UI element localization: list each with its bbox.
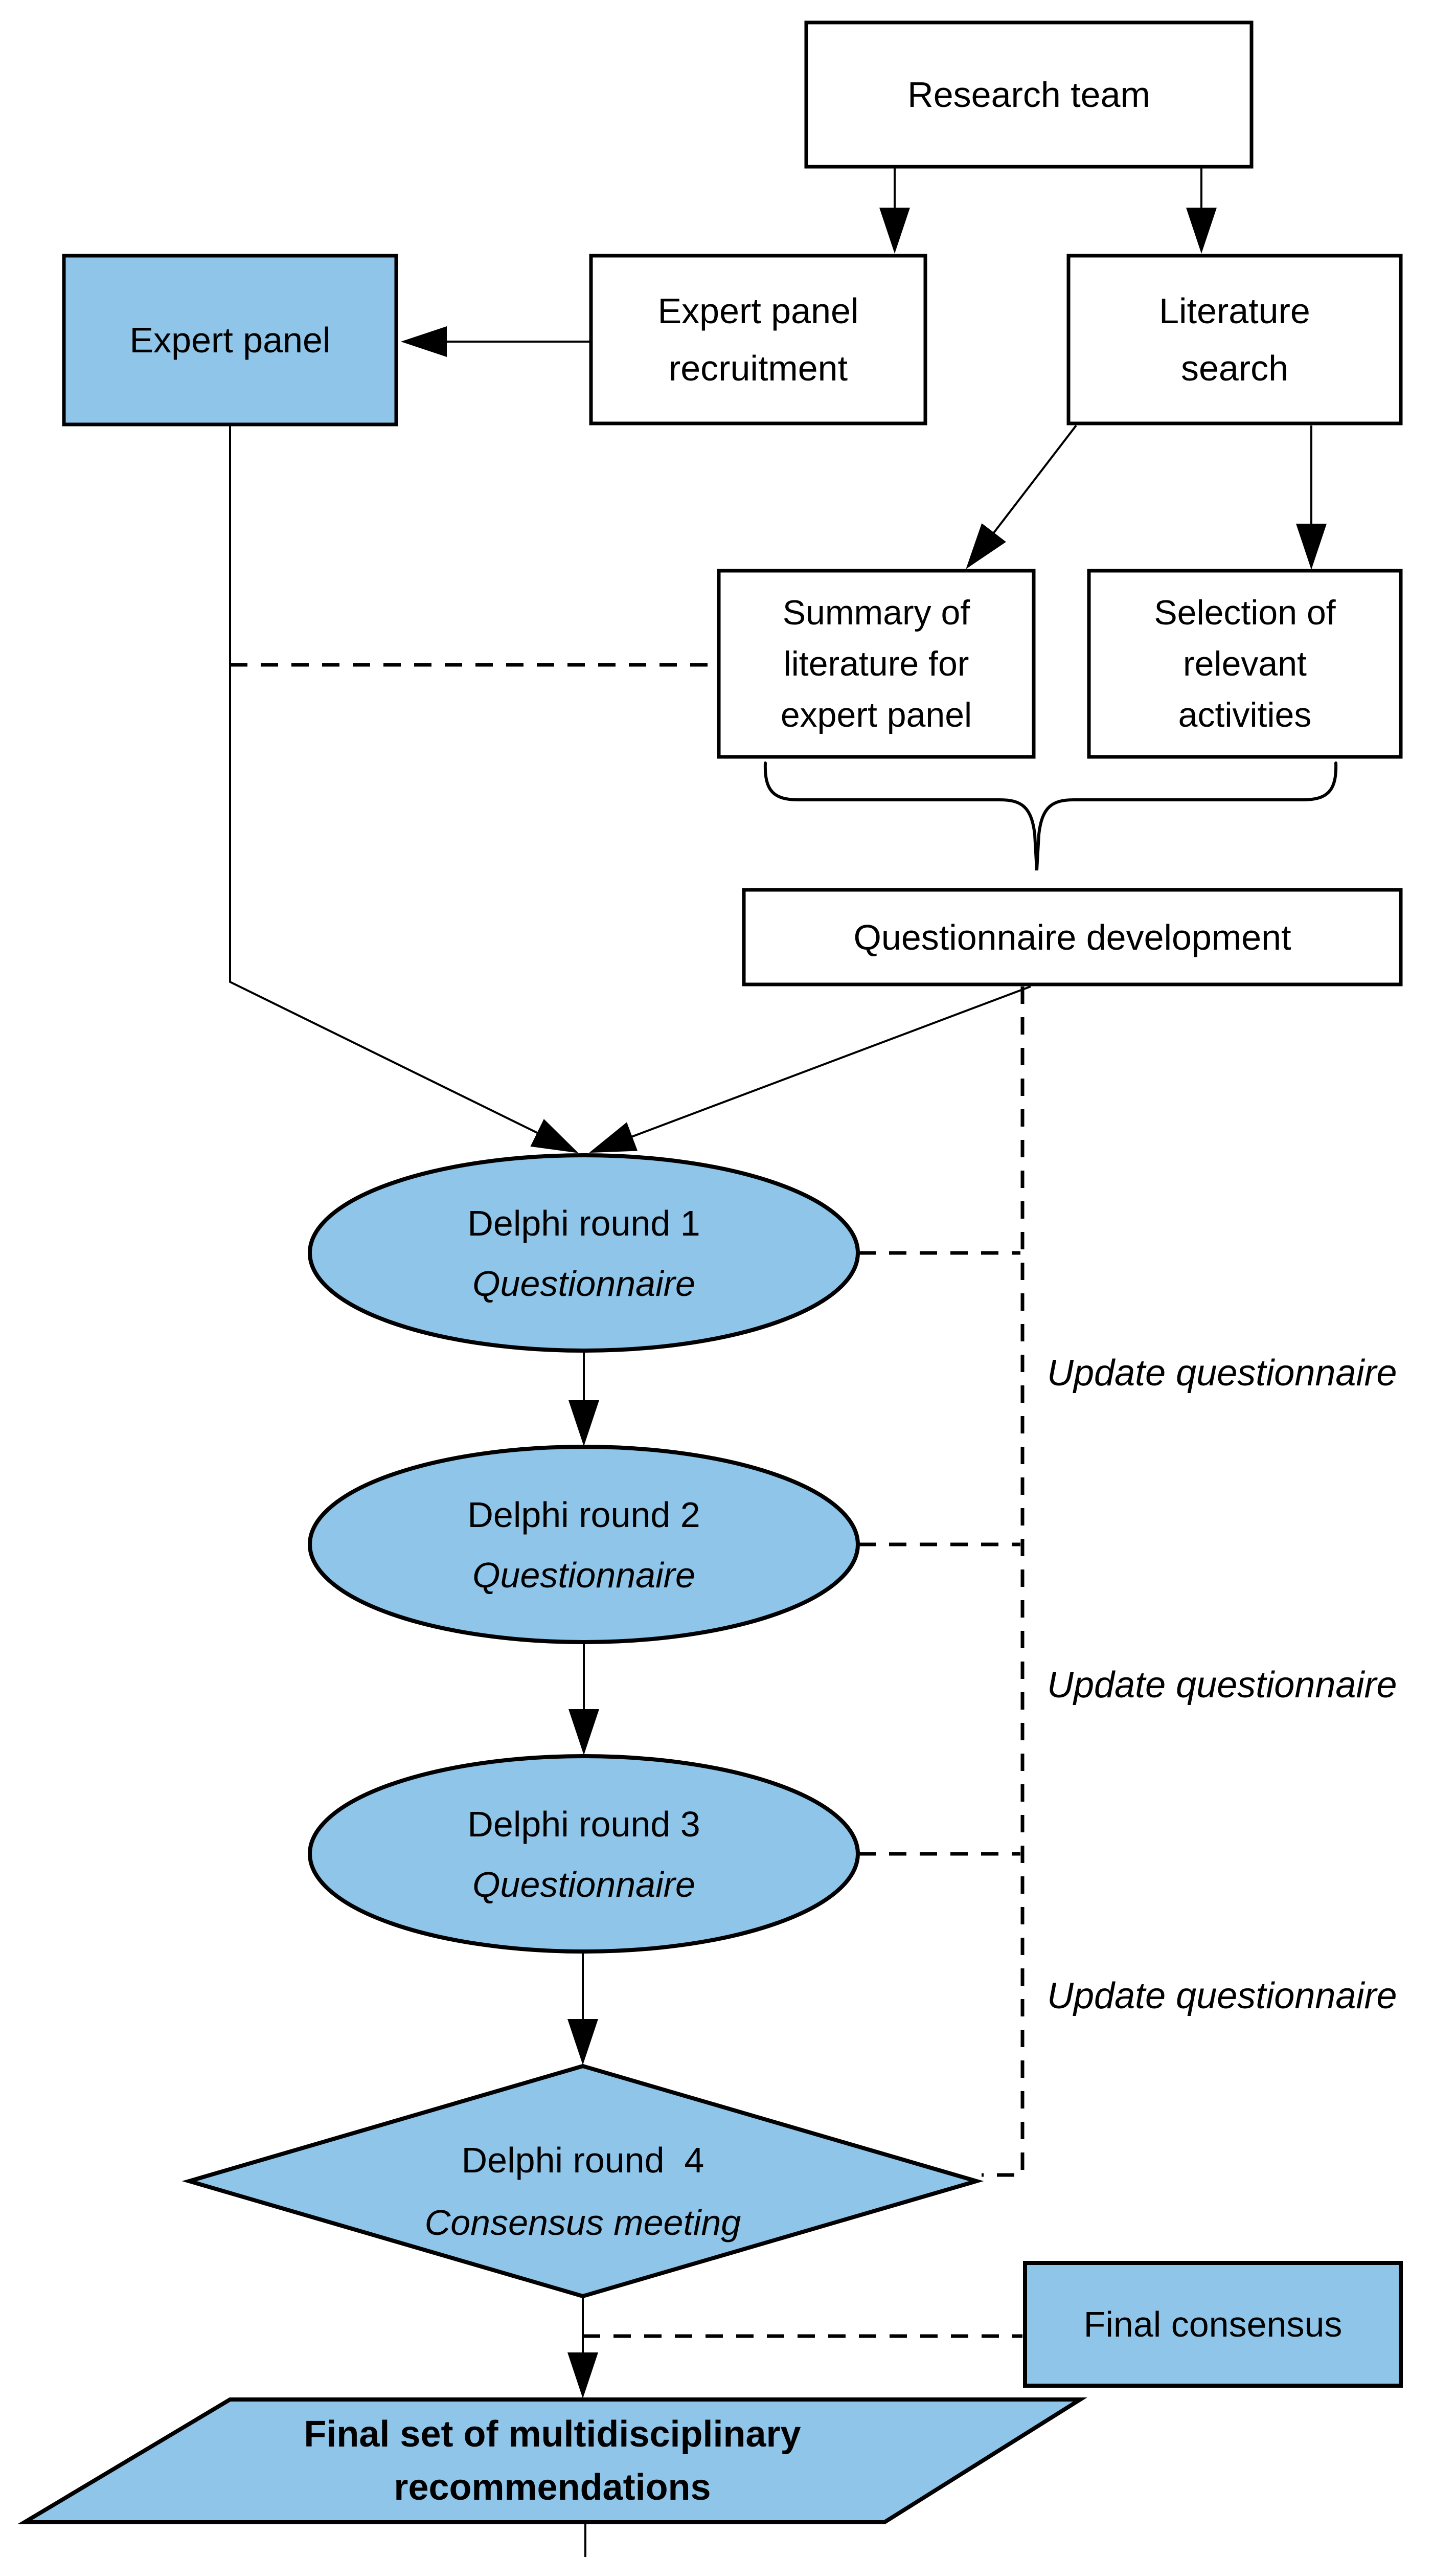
delphi1-subtitle: Questionnaire [472,1264,695,1304]
update-questionnaire-annotation-1: Update questionnaire [1047,1345,1446,1401]
literature-line2: search [1180,348,1289,388]
recommendations-line2: recommendations [394,2467,711,2508]
questionnaire-development-text: Questionnaire development [853,917,1291,957]
delphi-round-2-ellipse [308,1445,860,1644]
delphi4-title: Delphi round 4 [461,2140,704,2180]
update-questionnaire-annotation-3: Update questionnaire [1047,1968,1446,2024]
delphi2-title: Delphi round 2 [467,1495,700,1535]
research-team-text: Research team [907,75,1150,115]
final-recommendations-parallelogram [17,2397,1087,2524]
dashed-update-feedback-line [982,986,1025,2177]
recommendations-line1: Final set of multidisciplinary [304,2414,801,2455]
questionnaire-development-box [742,888,1403,986]
delphi3-subtitle: Questionnaire [472,1865,695,1904]
delphi-round-3-ellipse [308,1754,860,1954]
delphi-round-1-ellipse [308,1153,860,1353]
literature-line1: Literature [1159,291,1310,331]
selection-line2: relevant [1183,644,1307,683]
summary-of-literature-label: Summary of literature for expert panel [719,571,1034,757]
delphi4-subtitle: Consensus meeting [424,2203,741,2242]
expert-panel-recruitment-label: Expert panel recruitment [591,256,925,423]
update-questionnaire-3-text: Update questionnaire [1047,1976,1397,2016]
expert-panel-text: Expert panel [129,320,331,360]
selection-of-activities-box [1087,569,1403,759]
summary-line3: expert panel [780,696,972,734]
update-questionnaire-1-text: Update questionnaire [1047,1353,1397,1394]
questionnaire-development-label: Questionnaire development [744,890,1401,984]
expert-panel-label: Expert panel [64,256,396,424]
delphi-round-4-diamond [181,2063,984,2299]
delphi-round-1-label: Delphi round 1 Questionnaire [310,1157,857,1350]
delphi1-title: Delphi round 1 [467,1203,700,1243]
expert-panel-box [62,254,398,427]
update-questionnaire-annotation-2: Update questionnaire [1047,1657,1446,1713]
update-questionnaire-2-text: Update questionnaire [1047,1665,1397,1706]
summary-line2: literature for [783,644,969,683]
arrow-questionnaire-dev-to-delphi1 [589,985,1031,1153]
delphi-round-4-label: Delphi round 4 Consensus meeting [189,2076,976,2306]
brace-literature-outputs [763,761,1338,871]
delphi3-title: Delphi round 3 [467,1804,700,1844]
delphi-round-2-label: Delphi round 2 Questionnaire [310,1448,857,1642]
research-team-label: Research team [806,23,1252,167]
expert-panel-recruitment-box [589,254,927,425]
delphi-round-3-label: Delphi round 3 Questionnaire [310,1758,857,1951]
selection-of-activities-label: Selection of relevant activities [1089,571,1401,757]
delphi2-subtitle: Questionnaire [472,1555,695,1595]
final-consensus-text: Final consensus [1083,2304,1343,2344]
recruitment-line2: recruitment [668,348,848,388]
selection-line3: activities [1178,696,1312,734]
summary-of-literature-box [717,569,1036,759]
final-recommendations-label: Final set of multidisciplinary recommend… [25,2399,1080,2522]
arrow-literature-to-summary [966,424,1077,569]
final-consensus-box [1023,2261,1403,2388]
research-team-box [804,20,1254,169]
final-consensus-label: Final consensus [1025,2263,1401,2386]
literature-search-label: Literature search [1068,256,1401,423]
selection-line1: Selection of [1154,593,1336,632]
summary-line1: Summary of [782,593,970,632]
literature-search-box [1066,254,1403,425]
recruitment-line1: Expert panel [657,291,859,331]
arrow-expert-panel-to-delphi1 [229,425,579,1153]
